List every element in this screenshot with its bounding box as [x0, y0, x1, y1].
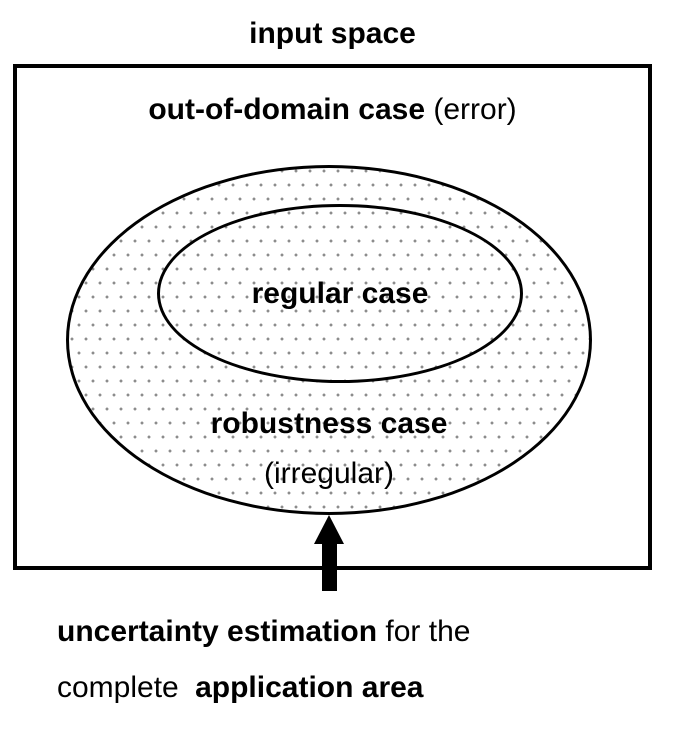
robustness-case-labels: robustness case (irregular) — [66, 399, 592, 499]
out-of-domain-label-bold: out-of-domain case — [148, 93, 426, 126]
regular-case-label: regular case — [251, 276, 429, 310]
up-arrow-icon — [314, 515, 344, 544]
out-of-domain-label: out-of-domain case (error) — [13, 90, 652, 130]
up-arrow-shaft — [322, 542, 337, 591]
input-space-title: input space — [249, 17, 416, 50]
caption-line1-bold: uncertainty estimation — [57, 615, 378, 648]
caption-line-1: uncertainty estimation for the — [57, 604, 470, 660]
caption-line-2: complete application area — [57, 660, 470, 716]
caption-line1-regular: for the — [377, 615, 471, 648]
regular-ellipse: regular case — [157, 204, 523, 383]
irregular-label: (irregular) — [263, 457, 395, 490]
caption: uncertainty estimation for the complete … — [57, 604, 470, 716]
robustness-case-label: robustness case — [210, 407, 448, 440]
out-of-domain-label-regular: (error) — [425, 93, 517, 126]
caption-line2-regular: complete — [57, 671, 188, 704]
caption-line2-bold: application area — [195, 671, 424, 704]
